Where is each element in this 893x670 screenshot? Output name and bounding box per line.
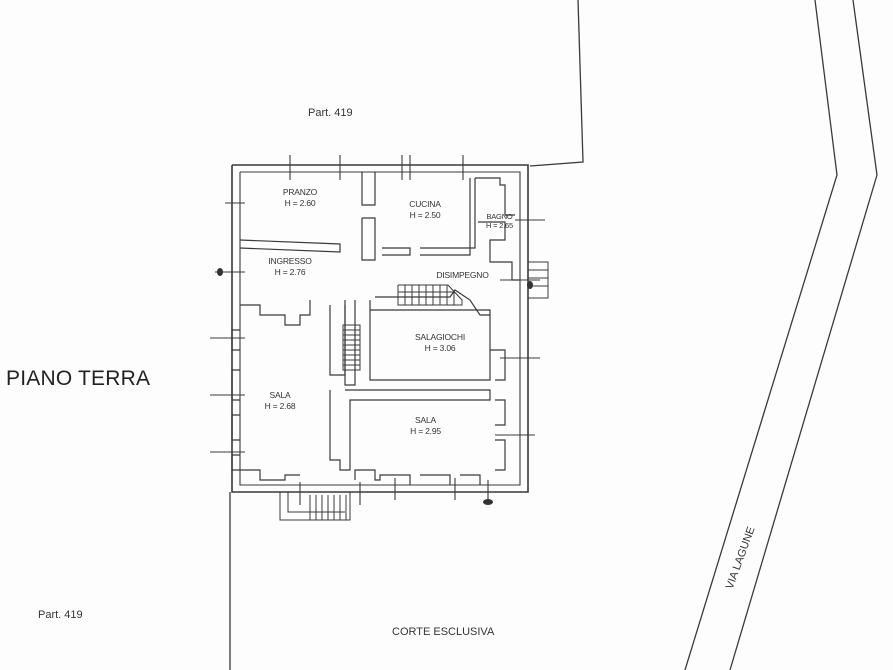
staircase-main — [397, 284, 463, 306]
marker-icon — [483, 499, 493, 505]
room-pranzo: PRANZO H = 2.60 — [270, 187, 330, 209]
property-boundary-line — [529, 0, 584, 167]
courtyard-label: CORTE ESCLUSIVA — [392, 626, 495, 638]
parcel-label-bottom: Part. 419 — [38, 609, 83, 621]
room-height: H = 2.50 — [409, 210, 441, 220]
road-edge-right — [729, 0, 878, 670]
room-name: BAGNO — [486, 212, 513, 221]
room-height: H = 2.76 — [274, 267, 306, 277]
room-height: H = 2.60 — [284, 198, 316, 208]
marker-icon — [527, 281, 533, 289]
parcel-label-top: Part. 419 — [308, 107, 353, 119]
staircase-inner — [342, 324, 361, 371]
room-height: H = 3.06 — [424, 343, 456, 353]
interior-walls — [231, 172, 520, 485]
room-name: SALAGIOCHI — [415, 332, 465, 342]
room-name: CUCINA — [409, 199, 441, 209]
staircase-side — [528, 261, 549, 299]
room-bagno: BAGNO H = 2.65 — [472, 212, 527, 230]
room-height: H = 2.95 — [410, 426, 441, 436]
room-disimpegno: DISIMPEGNO — [425, 270, 500, 281]
room-name: SALA — [415, 415, 436, 425]
room-sala-right: SALA H = 2.95 — [398, 415, 453, 437]
room-height: H = 2.65 — [486, 221, 513, 230]
road-edge-left — [684, 0, 838, 670]
room-name: DISIMPEGNO — [436, 270, 489, 280]
staircase-entrance — [279, 492, 351, 521]
room-cucina: CUCINA H = 2.50 — [395, 199, 455, 221]
window-marks — [210, 155, 545, 505]
room-height: H = 2.68 — [264, 401, 296, 411]
room-name: SALA — [269, 390, 291, 400]
marker-icon — [217, 268, 223, 276]
room-ingresso: INGRESSO H = 2.76 — [255, 256, 325, 278]
room-name: PRANZO — [282, 187, 318, 197]
room-salagiochi: SALAGIOCHI H = 3.06 — [405, 332, 475, 354]
room-name: INGRESSO — [268, 256, 312, 266]
floor-title: PIANO TERRA — [6, 367, 151, 390]
room-sala-left: SALA H = 2.68 — [255, 390, 305, 412]
